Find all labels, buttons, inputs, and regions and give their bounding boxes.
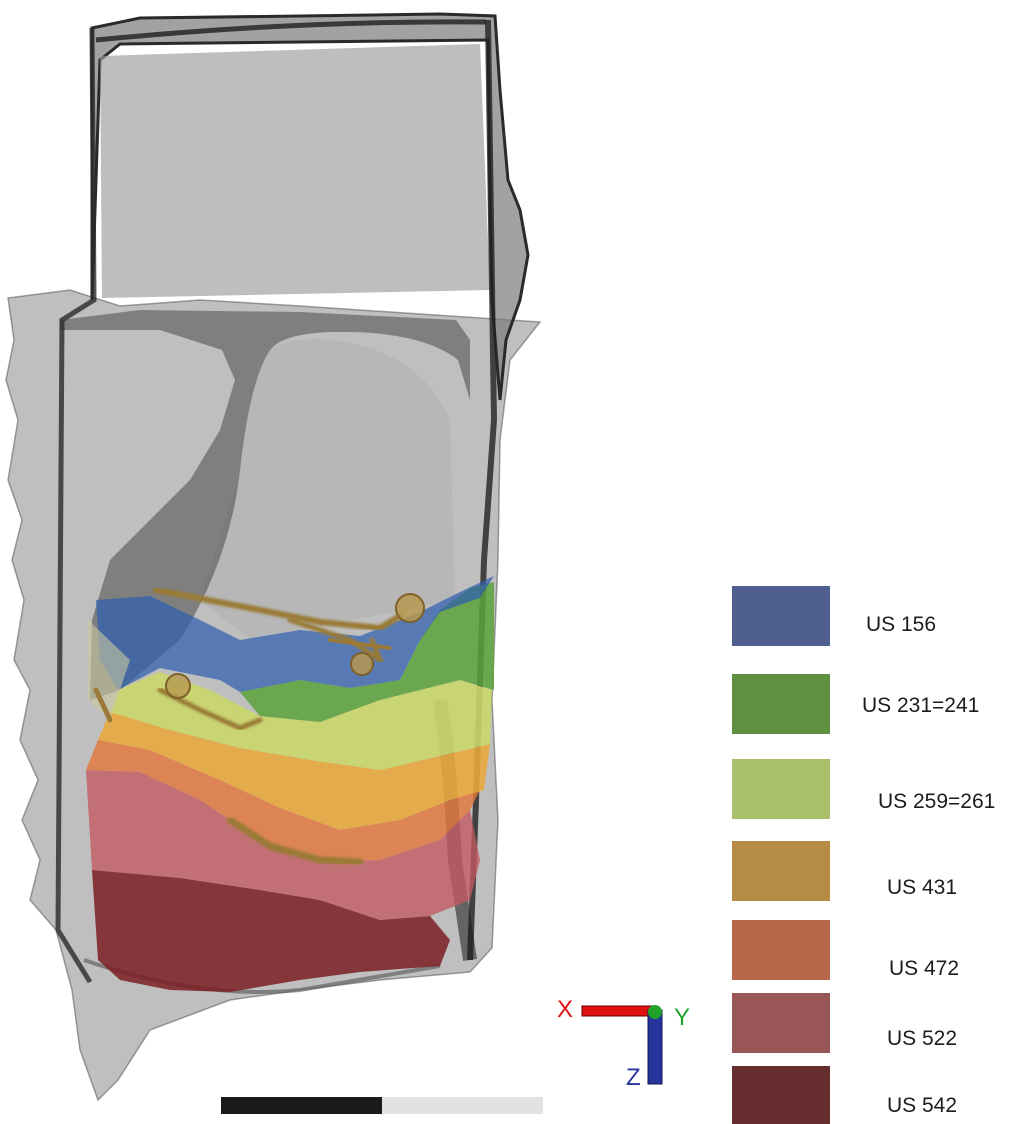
legend-swatch-us-231-241 [732, 674, 830, 734]
z-axis-arrow [647, 1009, 663, 1085]
skeletal-remains [93, 587, 425, 866]
x-axis-label: X [557, 996, 574, 1023]
legend-label-us-156: US 156 [866, 613, 937, 636]
skeleton-upper [153, 587, 403, 632]
y-axis-label: Y [674, 1004, 691, 1031]
layer-us-259-261 [110, 672, 492, 770]
legend-swatch-us-472 [732, 920, 830, 980]
layer-us-522 [86, 770, 480, 920]
scale-bar [221, 1097, 543, 1114]
z-axis-label: Z [626, 1064, 641, 1091]
layer-us-472 [86, 740, 480, 862]
legend-swatch-us-156 [732, 586, 830, 646]
x-axis-arrow [581, 1005, 655, 1017]
layer-us-231-241 [240, 582, 494, 722]
legend-label-us-542: US 542 [887, 1094, 958, 1117]
legend-label-us-231-241: US 231=241 [862, 694, 980, 717]
legend-swatch-us-431 [732, 841, 830, 901]
legend-label-us-522: US 522 [887, 1027, 958, 1050]
legend-label-us-431: US 431 [887, 876, 958, 899]
legend-label-us-472: US 472 [889, 957, 960, 980]
y-axis-marker [648, 1005, 662, 1019]
layer-us-156 [96, 576, 494, 692]
stratigraphic-layers [86, 576, 494, 992]
legend-swatch-us-259-261 [732, 759, 830, 819]
pit-mesh-inner-cavity [200, 339, 455, 640]
skeleton-lower [157, 687, 263, 731]
axis-triad [581, 1005, 663, 1085]
legend-swatch-us-542 [732, 1066, 830, 1124]
legend-label-us-259-261: US 259=261 [878, 790, 996, 813]
legend-swatch-us-522 [732, 993, 830, 1053]
layer-us-431 [98, 712, 490, 830]
layer-us-542 [92, 870, 450, 992]
scale-bar-light-segment [382, 1097, 543, 1114]
scale-bar-dark-segment [221, 1097, 382, 1114]
pit-mesh-upper-block [90, 12, 530, 401]
